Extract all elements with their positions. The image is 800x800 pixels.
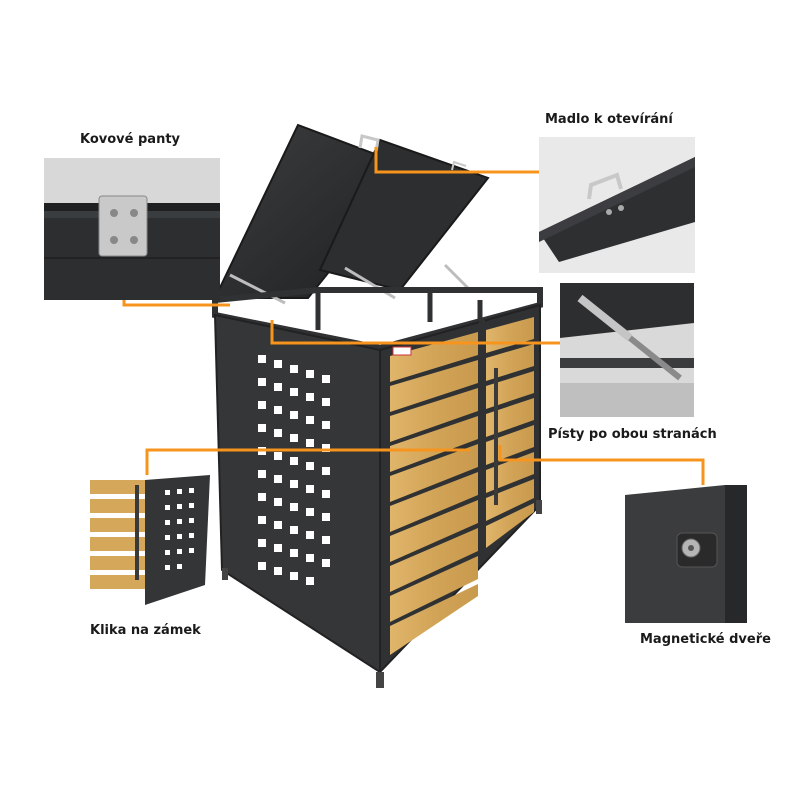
callout-line-pistons — [270, 320, 560, 345]
lid-handle — [358, 134, 380, 153]
inset-pistons — [560, 283, 694, 417]
callout-line-handle — [374, 147, 540, 174]
label-hinges: Kovové panty — [80, 132, 181, 147]
lift-handle-icon — [587, 172, 623, 200]
label-pistons: Písty po obou stranách — [548, 427, 717, 442]
inset-handle — [539, 137, 695, 273]
label-handle: Madlo k otevírání — [545, 112, 673, 127]
brand-badge — [392, 346, 412, 356]
hinge-icon — [98, 195, 148, 257]
label-magnetic-door: Magnetické dveře — [640, 632, 771, 647]
inset-magnetic-door — [625, 485, 767, 623]
piston-right — [443, 263, 472, 292]
label-lock-handle: Klika na zámek — [90, 623, 201, 638]
perforation-pattern — [258, 355, 330, 585]
inset-lock-handle — [85, 475, 217, 610]
piston-left — [229, 273, 286, 305]
inset-hinges — [44, 158, 220, 300]
